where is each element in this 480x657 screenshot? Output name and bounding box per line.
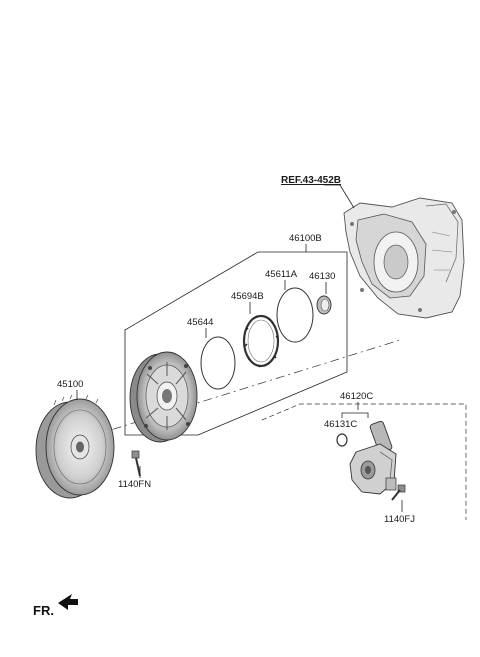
snap-ring-45611A bbox=[276, 287, 314, 343]
oil-seal-46130 bbox=[316, 295, 332, 315]
front-arrow-icon bbox=[58, 594, 78, 610]
part-label-46100B: 46100B bbox=[289, 233, 322, 244]
assembly-46100B-bracket bbox=[124, 251, 348, 436]
transmission-housing bbox=[343, 197, 465, 319]
o-ring-46131C bbox=[336, 433, 348, 447]
bolt-1140FN bbox=[131, 450, 141, 477]
part-label-45611A: 45611A bbox=[265, 269, 298, 280]
part-label-45644: 45644 bbox=[187, 317, 214, 328]
part-label-46131C: 46131C bbox=[324, 419, 358, 430]
direction-label: FR. bbox=[33, 603, 54, 618]
part-label-1140FN: 1140FN bbox=[118, 479, 152, 490]
part-label-45100: 45100 bbox=[57, 379, 84, 390]
part-label-1140FJ: 1140FJ bbox=[384, 514, 415, 525]
solenoid-group-bracket bbox=[261, 403, 467, 520]
bolt-1140FJ bbox=[391, 484, 406, 501]
part-label-46120C: 46120C bbox=[340, 391, 374, 402]
torque-converter bbox=[35, 394, 115, 499]
seal-ring-45694B bbox=[242, 314, 280, 368]
part-label-45694B: 45694B bbox=[231, 291, 264, 302]
solenoid-assembly-46120C bbox=[349, 420, 397, 495]
oil-pump bbox=[129, 351, 198, 443]
o-ring-45644 bbox=[200, 336, 236, 390]
reference-label: REF.43-452B bbox=[281, 175, 342, 186]
reference-leader-line bbox=[324, 184, 355, 209]
part-label-46130: 46130 bbox=[309, 271, 336, 282]
